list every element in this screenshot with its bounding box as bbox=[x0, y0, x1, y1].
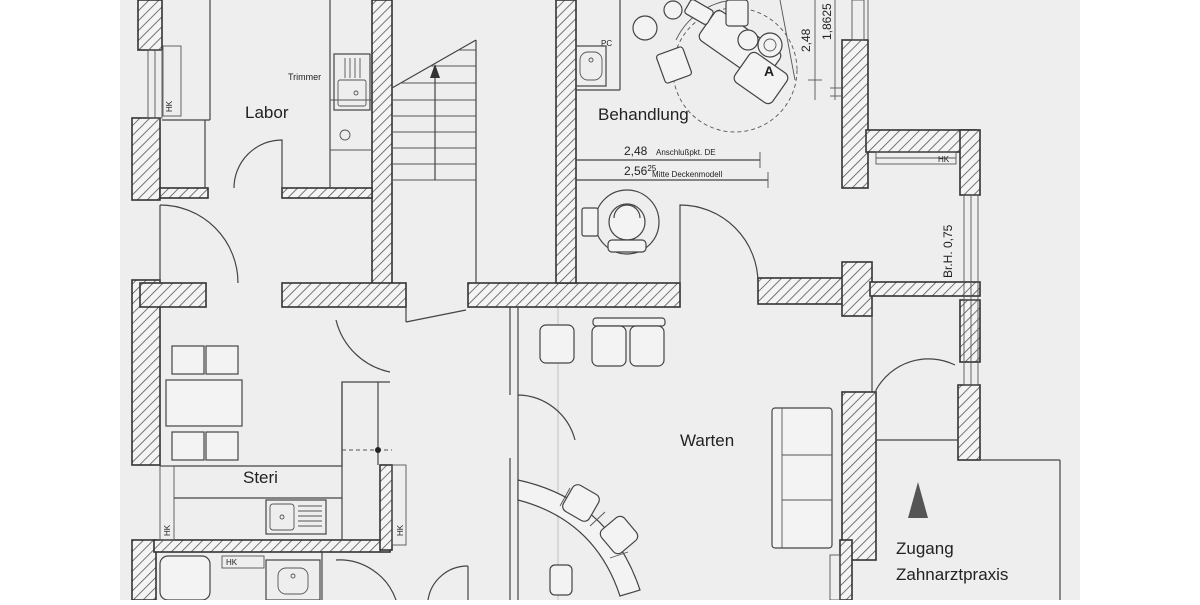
label-hk-steri: HK bbox=[163, 524, 172, 536]
marker-a: A bbox=[764, 63, 774, 79]
warten-room: Warten bbox=[335, 307, 833, 601]
label-hk-right: HK bbox=[938, 155, 950, 164]
dim-256: 2,5625 bbox=[624, 164, 657, 178]
room-label-zahnarztpraxis: Zahnarztpraxis bbox=[896, 565, 1008, 584]
room-label-behandlung: Behandlung bbox=[598, 105, 689, 124]
entrance-arrow bbox=[908, 482, 928, 518]
dim-256-note: Mitte Deckenmodell bbox=[652, 170, 722, 179]
room-label-labor: Labor bbox=[245, 103, 289, 122]
room-label-zugang: Zugang bbox=[896, 539, 954, 558]
labor-room: Labor Trimmer HK bbox=[147, 0, 372, 189]
dim-248-vertical: 2,48 bbox=[799, 28, 813, 52]
steri-room: HK HK Steri bbox=[159, 204, 407, 546]
label-brh: Br.H. 0,75 bbox=[941, 224, 955, 278]
right-room: HK Br.H. 0,75 bbox=[851, 0, 979, 392]
label-hk-bath: HK bbox=[226, 558, 238, 567]
walls bbox=[131, 0, 981, 601]
room-label-warten: Warten bbox=[680, 431, 734, 450]
stair-direction-arrow bbox=[430, 64, 440, 78]
label-hk-steri-right: HK bbox=[396, 524, 405, 536]
label-hk-labor: HK bbox=[165, 100, 174, 112]
behandlung-room: PC A 2,48 1,8625 Behandlung bbox=[575, 0, 842, 284]
label-trimmer: Trimmer bbox=[288, 72, 321, 82]
room-label-steri: Steri bbox=[243, 468, 278, 487]
dental-chair-unit: A bbox=[655, 0, 798, 133]
dim-1862-vertical: 1,8625 bbox=[820, 3, 834, 40]
label-pc: PC bbox=[601, 39, 612, 48]
dim-248-note: Anschlußpkt. DE bbox=[656, 148, 716, 157]
zugang-area: Zugang Zahnarztpraxis bbox=[829, 358, 1061, 601]
staircase bbox=[391, 39, 477, 283]
dim-248: 2,48 bbox=[624, 144, 648, 158]
